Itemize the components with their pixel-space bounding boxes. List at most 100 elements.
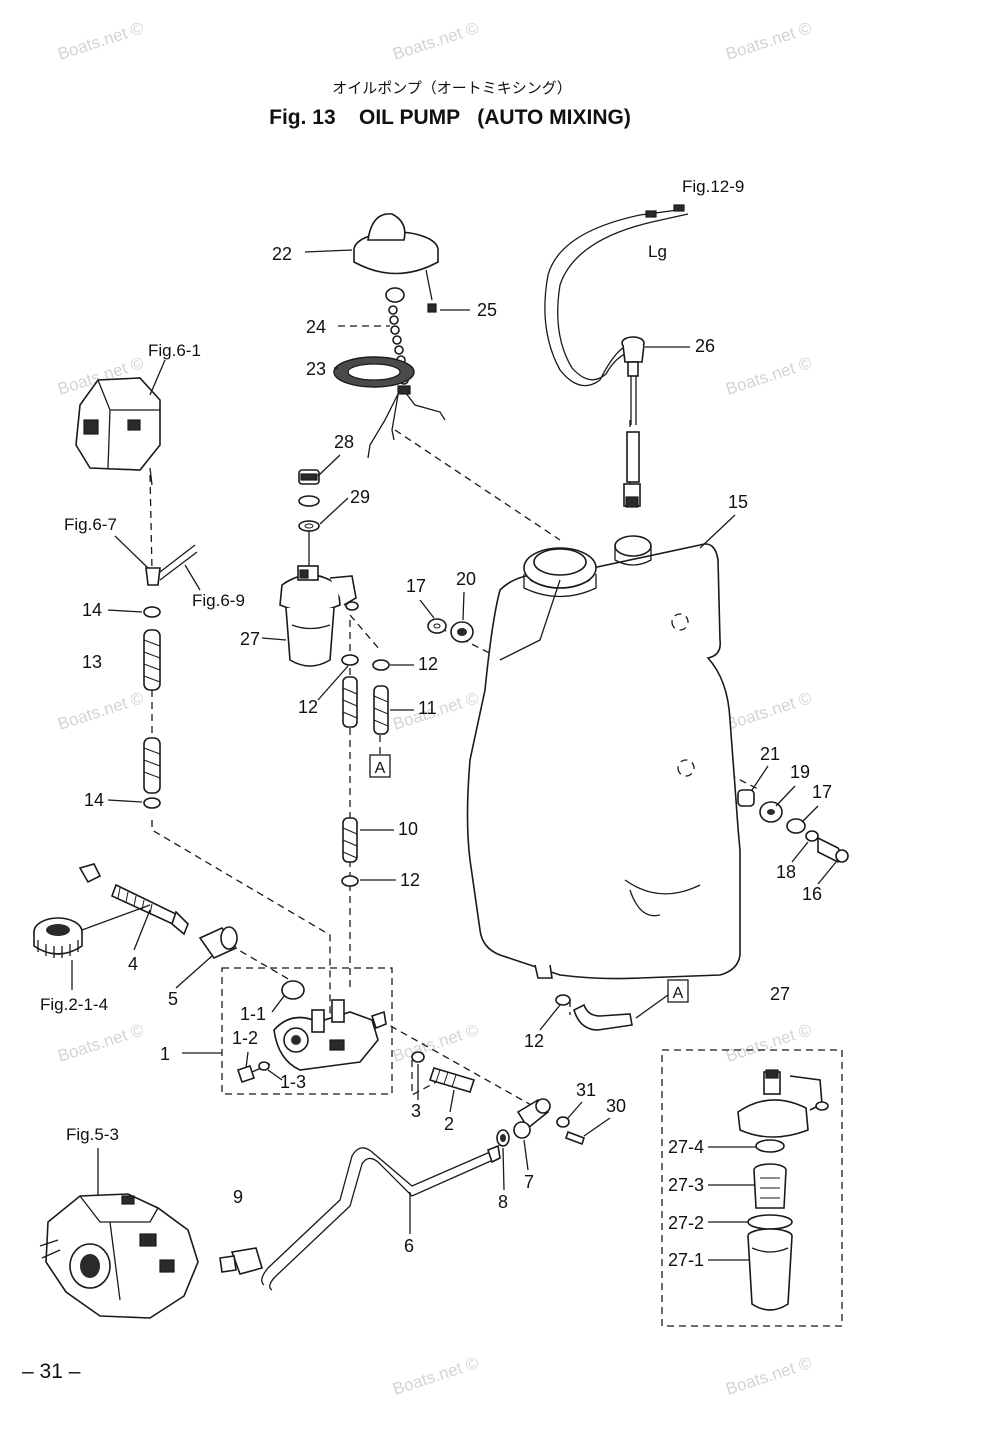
bushing-4 — [78, 863, 102, 884]
watermark: Boats.net © — [390, 18, 481, 64]
callout-17: 17 — [812, 782, 832, 802]
tank-cap-22 — [353, 213, 439, 313]
callout-1: 1 — [160, 1044, 170, 1064]
callout-17: 17 — [406, 576, 426, 596]
fitting-9 — [219, 1247, 264, 1275]
callout-26: 26 — [695, 336, 715, 356]
callout-4: 4 — [128, 954, 138, 974]
callout-16: 16 — [802, 884, 822, 904]
callout-29: 29 — [350, 487, 370, 507]
watermark: Boats.net © — [55, 18, 146, 64]
callout-15: 15 — [728, 492, 748, 512]
watermark: Boats.net © — [55, 688, 146, 734]
callout-22: 22 — [272, 244, 292, 264]
fig6-1-component — [75, 377, 161, 486]
callout-25: 25 — [477, 300, 497, 320]
fitting-7 — [513, 1098, 551, 1139]
section-marker: A — [375, 760, 386, 777]
callout-3: 3 — [411, 1101, 421, 1121]
callout-6: 6 — [404, 1236, 414, 1256]
callout-27-2: 27-2 — [668, 1213, 704, 1233]
filter-detail-box — [661, 1049, 843, 1327]
o-ring-27-2 — [747, 1214, 793, 1230]
ref-fig2-1-4: Fig.2-1-4 — [40, 995, 108, 1014]
callout-12: 12 — [418, 654, 438, 674]
callout-27-4: 27-4 — [668, 1137, 704, 1157]
pin-2 — [428, 1067, 476, 1093]
drive-shaft-4 — [110, 883, 189, 936]
callout-1-3: 1-3 — [280, 1072, 306, 1092]
callout-1-1: 1-1 — [240, 1004, 266, 1024]
callout-14: 14 — [84, 790, 104, 810]
section-marker-box — [369, 754, 391, 778]
page-number: – 31 – — [22, 1360, 81, 1383]
callout-9: 9 — [233, 1187, 243, 1207]
watermark: Boats.net © — [723, 1353, 814, 1399]
callout-10: 10 — [398, 819, 418, 839]
callout-12: 12 — [524, 1031, 544, 1051]
section-marker: A — [673, 985, 684, 1002]
oil-pump-assembly-box — [221, 967, 393, 1095]
ref-fig6-9: Fig.6-9 — [192, 591, 245, 610]
hose-11 — [373, 685, 389, 735]
callout-21: 21 — [760, 744, 780, 764]
tank-outlet-hose — [555, 994, 633, 1031]
callout-1-2: 1-2 — [232, 1028, 258, 1048]
watermark: Boats.net © — [723, 353, 814, 399]
section-marker-box — [667, 979, 689, 1003]
element-27-3 — [753, 1163, 787, 1209]
gasket-23 — [333, 356, 415, 388]
callout-27-1: 27-1 — [668, 1250, 704, 1270]
callout-11: 11 — [418, 698, 437, 718]
clip-14-lower — [143, 797, 161, 809]
callout-20: 20 — [456, 569, 476, 589]
ref-fig6-7: Fig.6-7 — [64, 515, 117, 534]
callout-27: 27 — [240, 629, 260, 649]
o-ring-1-1 — [281, 980, 305, 1000]
callout-31: 31 — [576, 1080, 596, 1100]
clip-12 — [372, 659, 390, 671]
callout-27: 27 — [770, 984, 790, 1004]
watermark: Boats.net © — [723, 18, 814, 64]
o-ring-3 — [411, 1051, 425, 1063]
figure-title: Fig. 13 OIL PUMP (AUTO MIXING) — [269, 106, 631, 129]
callout-12: 12 — [298, 697, 318, 717]
bowl-27-1 — [747, 1228, 793, 1311]
watermark: Boats.net © — [723, 688, 814, 734]
watermark: Boats.net © — [55, 1020, 146, 1066]
mount-hardware-right — [737, 789, 849, 863]
oil-filter-27 — [279, 565, 359, 667]
clip-14-upper — [143, 606, 161, 618]
clip-12 — [341, 654, 359, 666]
callout-19: 19 — [790, 762, 810, 782]
callout-27-3: 27-3 — [668, 1175, 704, 1195]
ref-fig6-1: Fig.6-1 — [148, 341, 201, 360]
oil-pump-1 — [273, 999, 387, 1071]
watermark: Boats.net © — [390, 1353, 481, 1399]
figure-subtitle-jp: オイルポンプ（オートミキシング） — [332, 80, 572, 97]
callout-7: 7 — [524, 1172, 534, 1192]
washer-28 — [298, 495, 320, 507]
o-ring-27-4 — [755, 1139, 785, 1153]
clip-30-31 — [556, 1116, 586, 1146]
strainer-wire — [367, 385, 446, 459]
drive-gear-fig2-1-4 — [33, 917, 83, 958]
carburetor-fig5-3 — [39, 1193, 199, 1319]
callout-8: 8 — [498, 1192, 508, 1212]
callout-2: 2 — [444, 1114, 454, 1134]
callout-12: 12 — [400, 870, 420, 890]
filter-head-27 — [737, 1069, 829, 1138]
callout-30: 30 — [606, 1096, 626, 1116]
wire-color-code: Lg — [648, 242, 667, 261]
hose-12 — [342, 676, 358, 728]
callout-5: 5 — [168, 989, 178, 1009]
nut-28 — [298, 469, 320, 485]
callout-18: 18 — [776, 862, 796, 882]
level-sender-26 — [544, 204, 689, 508]
washer-1-3 — [258, 1061, 270, 1071]
ref-fig12-9: Fig.12-9 — [682, 177, 744, 196]
callout-23: 23 — [306, 359, 326, 379]
callout-24: 24 — [306, 317, 326, 337]
